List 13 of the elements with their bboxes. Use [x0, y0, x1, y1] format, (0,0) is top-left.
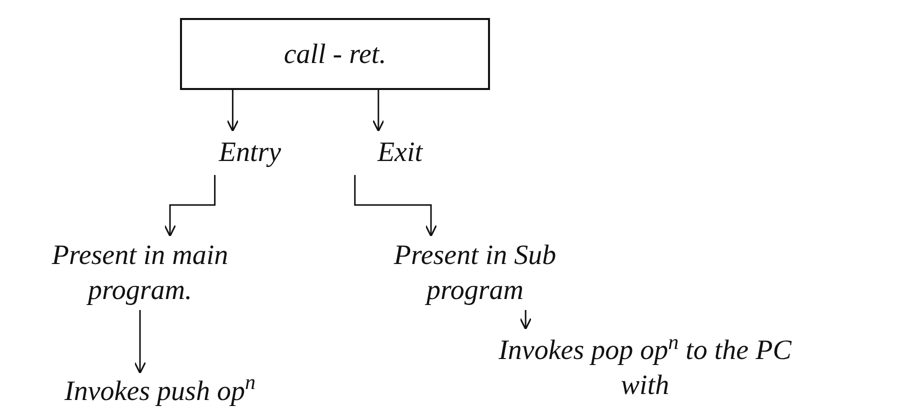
node-text: Entry [195, 130, 305, 175]
node-text: Present in main program. [15, 235, 265, 310]
arrow [164, 175, 216, 237]
title-box: call - ret. [180, 18, 490, 90]
arrow [134, 310, 146, 374]
node-text: Exit [345, 130, 455, 175]
node-text: Invokes pop op$^{n}$ to the PC with [480, 328, 810, 408]
arrow [520, 310, 532, 330]
node-text: Invokes push op$^{n}$ [10, 372, 310, 410]
node-text: Present in Sub program [365, 235, 585, 310]
arrow [354, 175, 438, 237]
arrow [226, 90, 239, 132]
arrow [372, 90, 384, 132]
